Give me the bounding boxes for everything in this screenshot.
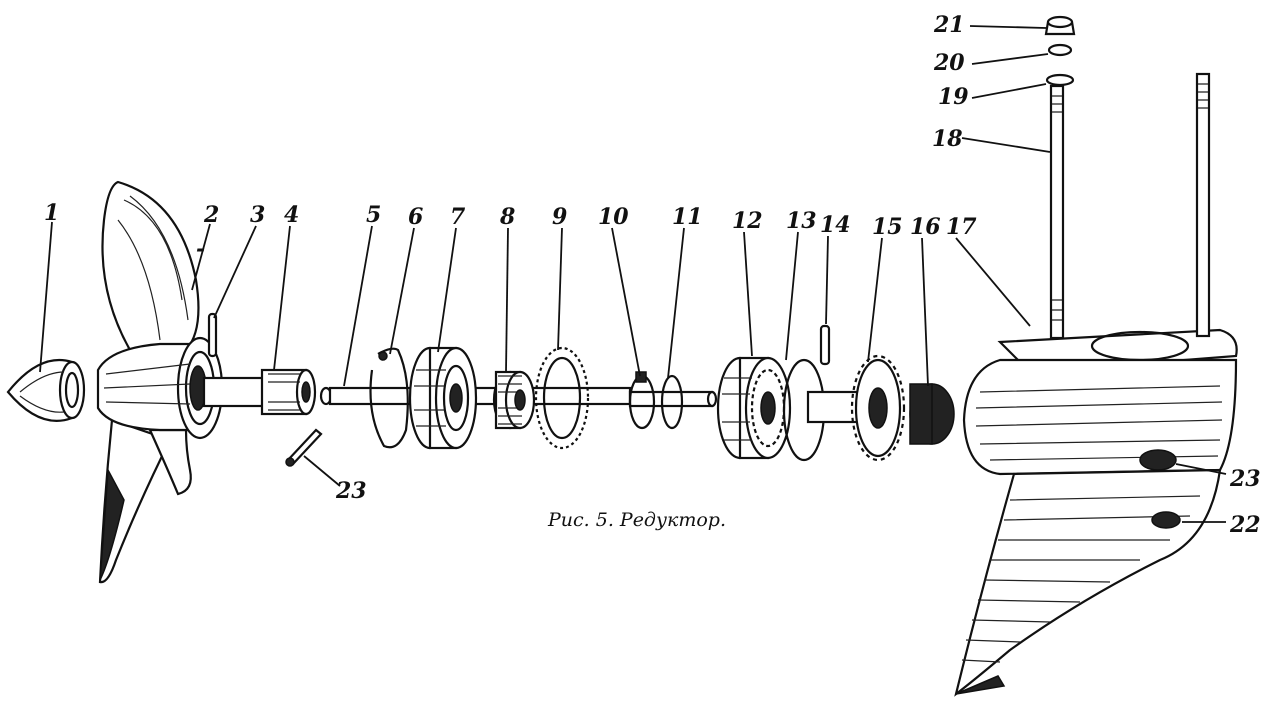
part-10-clip xyxy=(628,371,656,430)
callout-23-pin: 23 xyxy=(335,478,367,504)
callout-10: 10 xyxy=(598,204,629,230)
leader-lines xyxy=(39,25,1227,523)
part-6-snap-ring xyxy=(369,347,409,449)
part-17-housing xyxy=(954,328,1238,697)
callout-4: 4 xyxy=(284,202,299,228)
part-7-bearing xyxy=(408,346,478,450)
callout-8: 8 xyxy=(499,204,515,230)
callout-17: 17 xyxy=(946,214,977,240)
part-11-washer xyxy=(660,374,684,430)
callout-22: 22 xyxy=(1229,512,1261,538)
callout-9: 9 xyxy=(552,204,567,230)
callout-13: 13 xyxy=(786,208,817,234)
part-23-pin xyxy=(285,428,323,467)
part-16-bushing xyxy=(909,383,955,445)
part-9-ring xyxy=(534,346,590,450)
part-14-pin xyxy=(819,324,831,366)
callout-3: 3 xyxy=(250,202,265,228)
callout-20: 20 xyxy=(933,50,965,76)
callout-23-housing: 23 xyxy=(1229,466,1261,492)
part-12-bearing xyxy=(716,356,792,460)
callout-5: 5 xyxy=(366,202,381,228)
callout-7: 7 xyxy=(450,204,466,230)
part-15-bevel-gear xyxy=(806,354,906,462)
callout-6: 6 xyxy=(408,204,423,230)
callout-21: 21 xyxy=(933,12,965,38)
callout-11: 11 xyxy=(672,204,703,230)
callout-1: 1 xyxy=(44,200,59,226)
callout-18: 18 xyxy=(932,126,963,152)
dash-mark: - xyxy=(196,236,205,262)
part-19-washer xyxy=(1045,73,1075,87)
callout-14: 14 xyxy=(820,212,851,238)
part-21-nut xyxy=(1044,15,1076,36)
callout-2: 2 xyxy=(203,202,219,228)
callout-15: 15 xyxy=(872,214,903,240)
part-20-spring-washer xyxy=(1047,43,1073,57)
figure-caption: Рис. 5. Редуктор. xyxy=(547,509,726,531)
part-8-gear xyxy=(492,370,536,430)
part-3-pin xyxy=(207,312,218,358)
part-1-cone xyxy=(6,358,86,422)
callout-16: 16 xyxy=(910,214,941,240)
callout-labels: 1 2 3 4 5 6 7 8 9 10 11 12 13 14 15 16 1… xyxy=(44,12,1261,538)
part-4-sleeve xyxy=(202,368,317,416)
callout-12: 12 xyxy=(732,208,763,234)
part-18-stud xyxy=(1049,72,1211,340)
callout-19: 19 xyxy=(938,84,969,110)
